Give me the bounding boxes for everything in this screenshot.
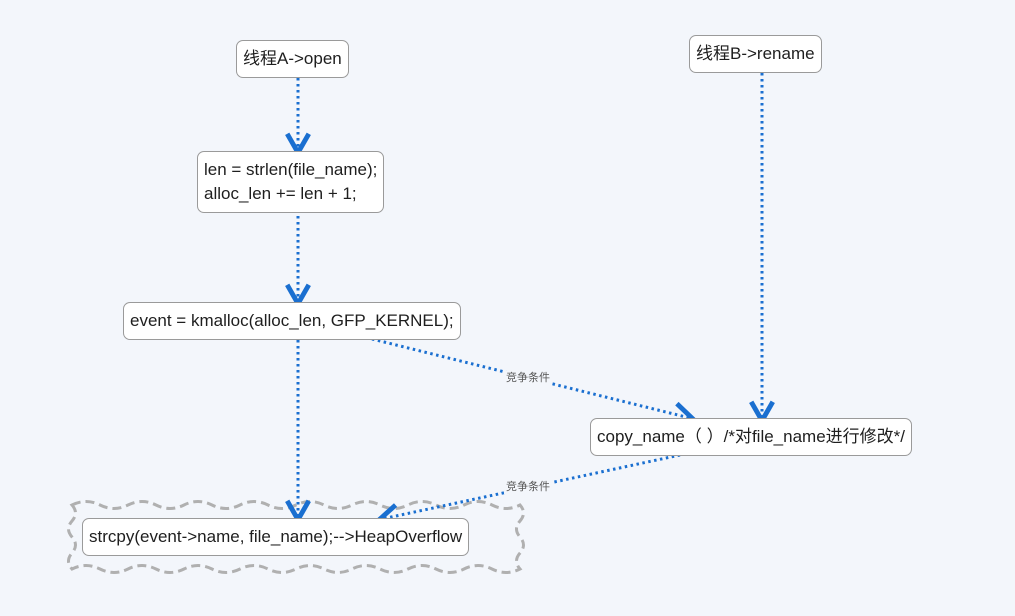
node-len-line-2: alloc_len += len + 1;	[204, 184, 357, 203]
node-thread-a-label: 线程A->open	[243, 49, 342, 68]
node-len-strlen[interactable]: len = strlen(file_name); alloc_len += le…	[197, 151, 385, 213]
node-strcpy-heap-overflow[interactable]: strcpy(event->name, file_name);-->HeapOv…	[82, 518, 470, 556]
node-copy-name[interactable]: copy_name（ ）/*对file_name进行修改*/	[590, 418, 913, 456]
node-copy-name-label: copy_name（ ）/*对file_name进行修改*/	[597, 427, 906, 446]
node-thread-b-label: 线程B->rename	[696, 44, 815, 63]
node-kmalloc[interactable]: event = kmalloc(alloc_len, GFP_KERNEL);	[123, 302, 461, 340]
node-kmalloc-label: event = kmalloc(alloc_len, GFP_KERNEL);	[130, 311, 454, 330]
highlight-wavy-border	[67, 500, 525, 574]
node-thread-a-open[interactable]: 线程A->open	[236, 40, 349, 78]
node-thread-b-rename[interactable]: 线程B->rename	[689, 35, 822, 73]
node-len-line-1: len = strlen(file_name);	[204, 160, 378, 179]
node-strcpy-label: strcpy(event->name, file_name);-->HeapOv…	[89, 527, 463, 546]
edge-label-race-condition-1: 竞争条件	[504, 371, 552, 385]
edge-label-race-condition-2: 竞争条件	[504, 480, 552, 494]
